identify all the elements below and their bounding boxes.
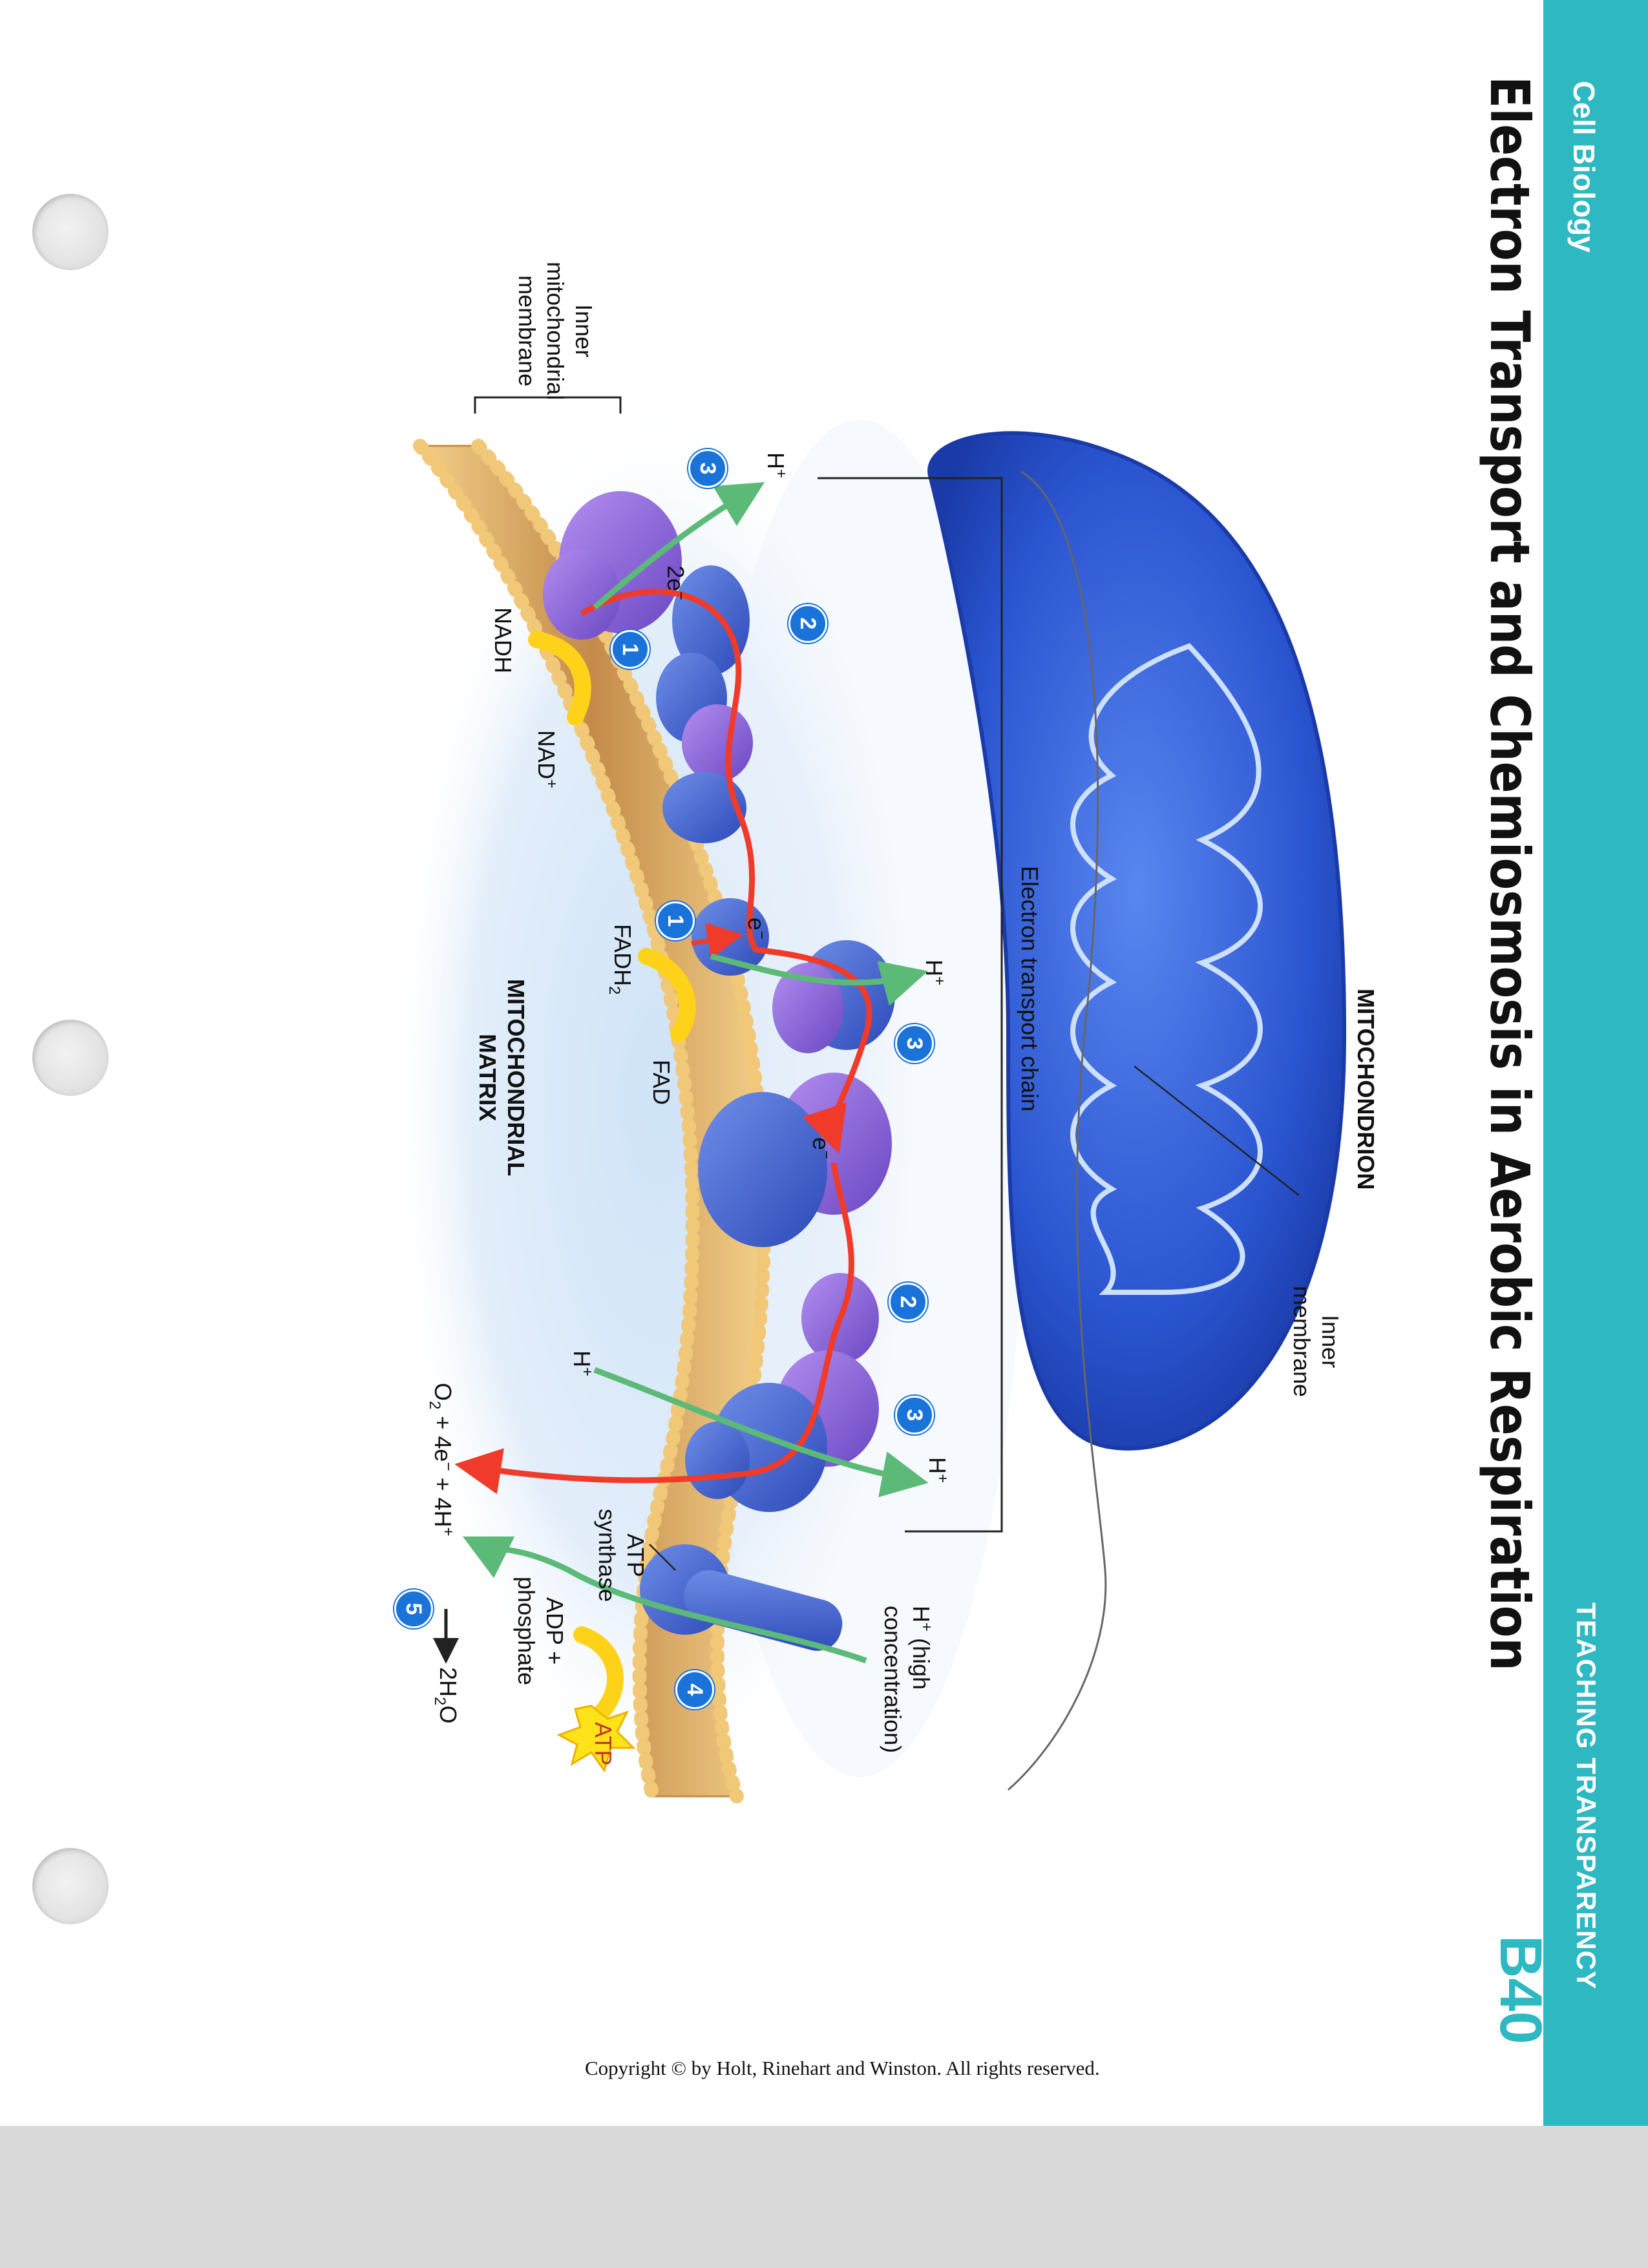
inner-membrane-label: Inner membrane (1287, 1286, 1344, 1397)
proton-label: H+ (761, 452, 795, 478)
label-line: synthase (594, 1509, 620, 1602)
nad-plus-label: NAD+ (532, 730, 565, 788)
step-badge: 3 (688, 449, 727, 488)
label-text: 2e (662, 565, 689, 591)
label-text: 2H (435, 1667, 461, 1697)
label-text: concentration) (880, 1606, 906, 1753)
atp-label: ATP (589, 1722, 617, 1765)
proton-label: H+ (923, 1457, 956, 1483)
step-badge: 3 (895, 1024, 934, 1063)
label-text: (high (908, 1638, 935, 1690)
label-line: Inner (1317, 1315, 1344, 1368)
etc-diagram (0, 0, 1648, 2126)
label-line: membrane (1289, 1286, 1315, 1397)
label-text: + 4H (430, 1471, 456, 1527)
two-electrons-label: 2e− (661, 565, 695, 600)
electron-label: e− (807, 1137, 840, 1159)
proton-label: H+ (920, 960, 953, 985)
label-text: H (763, 452, 789, 469)
label-line: MITOCHONDRIAL (503, 979, 529, 1176)
proton-label: H+ (567, 1350, 601, 1376)
label-line: Inner (571, 304, 597, 357)
step-badge: 4 (675, 1670, 714, 1709)
label-line: MATRIX (474, 1034, 501, 1121)
label-line: mitochondrial (542, 262, 569, 400)
label-text: NAD (533, 730, 560, 779)
label-text: H (908, 1606, 935, 1622)
label-text: FADH (609, 924, 636, 986)
step-badge: 5 (394, 1590, 433, 1628)
label-text: e (743, 918, 770, 930)
electron-label: e− (742, 918, 776, 940)
label-text: O (430, 1383, 456, 1401)
label-text: O (435, 1705, 461, 1723)
step-badge: 2 (889, 1283, 927, 1321)
label-text: + 4e (430, 1409, 456, 1462)
nadh-label: NADH (489, 607, 517, 673)
label-line: ATP (622, 1533, 649, 1577)
step-badge: 2 (788, 604, 827, 643)
label-line: ADP + (542, 1597, 568, 1664)
fadh2-label: FADH2 (600, 924, 637, 994)
oxygen-equation: O2 + 4e− + 4H+ (420, 1383, 462, 1537)
electron-transport-chain-label: Electron transport chain (1015, 866, 1044, 1111)
label-text: H (921, 960, 947, 976)
atp-synthase-label: ATP synthase (593, 1509, 650, 1602)
high-concentration-label: H+ (high concentration) (878, 1606, 940, 1753)
label-text: H (569, 1350, 595, 1367)
label-line: membrane (514, 275, 540, 386)
mitochondrion-label: MITOCHONDRION (1351, 989, 1380, 1190)
adp-phosphate-label: ADP + phosphate (512, 1577, 569, 1685)
label-text: H (924, 1457, 951, 1474)
mitochondrial-matrix-label: MITOCHONDRIAL MATRIX (473, 979, 530, 1176)
inner-mitochondrial-membrane-label: Inner mitochondrial membrane (512, 262, 598, 400)
step-badge: 1 (611, 630, 650, 669)
copyright-notice: Copyright © by Holt, Rinehart and Winsto… (585, 2057, 1100, 2080)
label-line: phosphate (513, 1577, 540, 1685)
label-text: e (808, 1137, 834, 1150)
step-badge: 3 (895, 1396, 934, 1434)
step-badge: 1 (656, 901, 695, 940)
scan-margin (0, 2126, 1648, 2268)
water-product: 2H2O (425, 1667, 462, 1723)
fad-label: FAD (647, 1060, 675, 1105)
